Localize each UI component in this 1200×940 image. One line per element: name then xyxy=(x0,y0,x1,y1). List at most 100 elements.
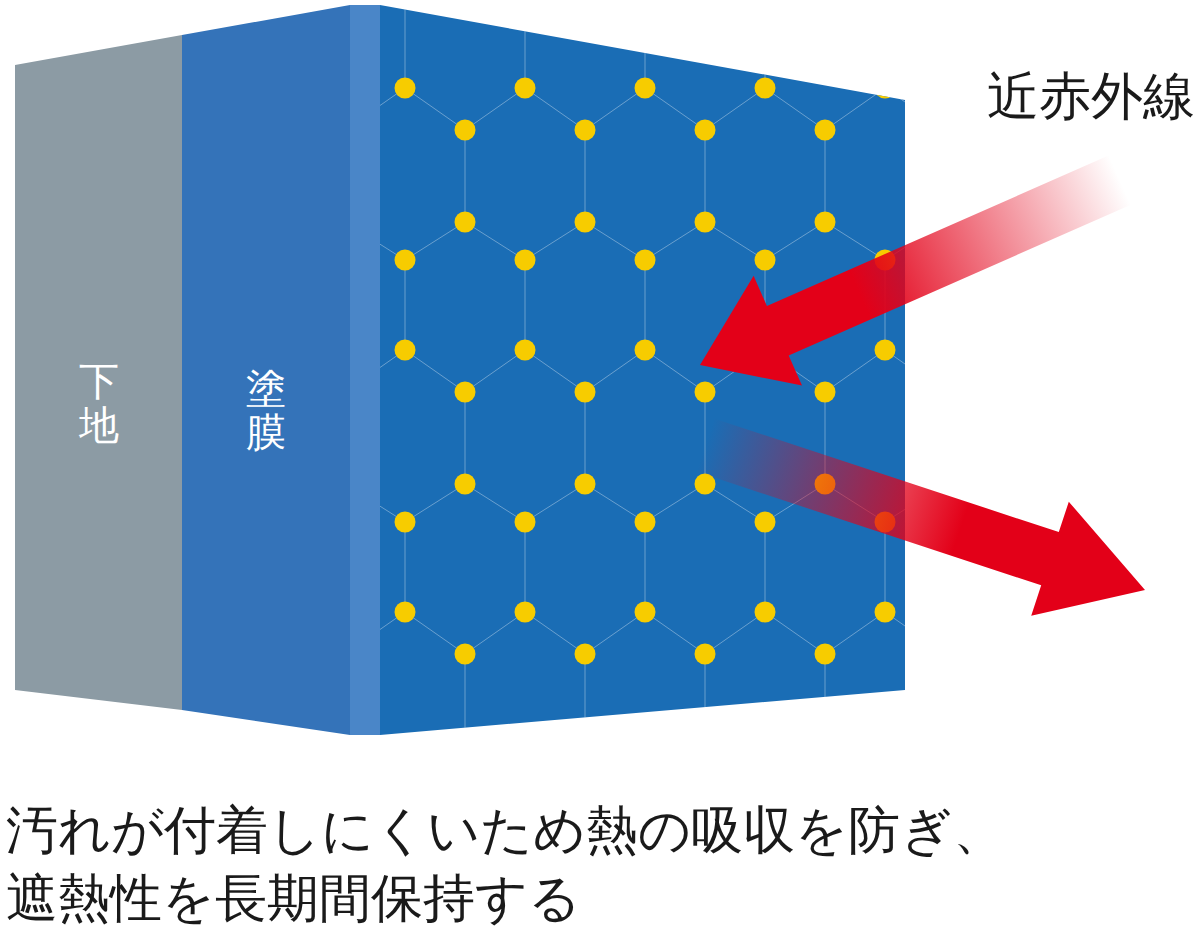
lattice-line xyxy=(645,350,705,392)
lattice-line xyxy=(705,130,706,222)
lattice-line xyxy=(585,874,645,916)
lattice-line xyxy=(405,484,465,522)
lattice-line xyxy=(705,654,706,746)
particle-dot xyxy=(395,512,416,533)
particle-dot xyxy=(695,906,716,927)
particle-dot xyxy=(515,774,536,795)
particle-dot xyxy=(515,250,536,271)
particle-dot xyxy=(815,212,836,233)
particle-dot xyxy=(635,864,656,885)
lattice-line xyxy=(645,222,705,260)
lattice-line xyxy=(825,746,885,784)
lattice-line xyxy=(645,874,705,916)
lattice-line xyxy=(465,130,466,222)
lattice-line xyxy=(645,746,705,784)
lattice-line xyxy=(465,88,525,130)
particle-dot xyxy=(755,602,776,623)
lattice-line xyxy=(345,222,405,260)
lattice-line xyxy=(765,88,825,130)
particle-dot xyxy=(455,736,476,757)
lattice-line xyxy=(825,916,826,940)
coating-edge xyxy=(350,5,380,735)
lattice-line xyxy=(645,88,705,130)
particle-dot xyxy=(515,0,536,9)
particle-dot xyxy=(875,0,896,9)
lattice-line xyxy=(885,88,945,130)
particle-dot xyxy=(395,340,416,361)
lattice-line xyxy=(405,350,465,392)
particle-dot xyxy=(395,774,416,795)
particle-dot xyxy=(575,644,596,665)
lattice-line xyxy=(525,484,585,522)
lattice-line xyxy=(825,130,826,222)
lattice-line xyxy=(525,260,526,350)
lattice-line xyxy=(285,746,345,784)
lattice-line xyxy=(585,222,645,260)
particle-dot xyxy=(635,250,656,271)
particle-dot xyxy=(635,0,656,9)
particle-dot xyxy=(455,644,476,665)
lattice-line xyxy=(585,350,645,392)
lattice-line xyxy=(765,746,825,784)
particle-dot xyxy=(875,78,896,99)
particle-dot xyxy=(575,736,596,757)
lattice-line xyxy=(585,612,645,654)
lattice-line xyxy=(465,392,466,484)
lattice-line xyxy=(405,746,465,784)
lattice-line xyxy=(405,222,465,260)
lattice-line xyxy=(645,522,646,612)
particle-dot xyxy=(755,0,776,9)
particle-dot xyxy=(875,340,896,361)
particle-dot xyxy=(755,774,776,795)
lattice-line xyxy=(705,612,765,654)
lattice-line xyxy=(765,222,825,260)
particle-dot xyxy=(815,120,836,141)
caption-text: 汚れが付着しにくいため熱の吸収を防ぎ、 遮熱性を長期間保持する xyxy=(6,796,1194,932)
particle-dot xyxy=(755,250,776,271)
lattice-line xyxy=(585,392,586,484)
particle-dot xyxy=(875,864,896,885)
substrate-layer: 下地 xyxy=(15,35,182,710)
particle-dot xyxy=(755,512,776,533)
lattice-line xyxy=(765,874,825,916)
layer-name: 塗膜 xyxy=(246,366,286,454)
lattice-line xyxy=(525,350,585,392)
particle-dot xyxy=(515,602,536,623)
particle-dot xyxy=(815,382,836,403)
particle-dot xyxy=(635,340,656,361)
lattice-line xyxy=(885,874,945,916)
lattice-line xyxy=(885,612,945,654)
particle-dot xyxy=(575,120,596,141)
layer-name: 下地 xyxy=(79,359,119,447)
lattice-line xyxy=(525,88,585,130)
lattice-line xyxy=(705,88,765,130)
lattice-line xyxy=(825,88,885,130)
lattice-line xyxy=(585,484,645,522)
lattice-line xyxy=(765,0,766,88)
particle-dot xyxy=(755,864,776,885)
lattice-line xyxy=(945,916,946,940)
lattice-line xyxy=(825,222,885,260)
particle-dot xyxy=(575,474,596,495)
lattice-line xyxy=(885,0,886,88)
lattice-line xyxy=(945,130,946,222)
layer-outline xyxy=(15,35,182,710)
particle-lattice xyxy=(285,0,1005,940)
lattice-line xyxy=(465,746,525,784)
coating-surface xyxy=(380,5,905,735)
lattice-line xyxy=(945,654,946,746)
lattice-line xyxy=(585,654,586,746)
particle-dot xyxy=(455,120,476,141)
particle-dot xyxy=(515,512,536,533)
lattice-line xyxy=(465,222,525,260)
lattice-line xyxy=(645,260,646,350)
particle-dot xyxy=(395,602,416,623)
particle-dot xyxy=(695,382,716,403)
lattice-line xyxy=(465,350,525,392)
lattice-line xyxy=(945,392,946,484)
particle-dot xyxy=(455,474,476,495)
lattice-line xyxy=(345,612,405,654)
lattice-line xyxy=(705,874,765,916)
lattice-line xyxy=(405,612,465,654)
lattice-line xyxy=(765,612,825,654)
